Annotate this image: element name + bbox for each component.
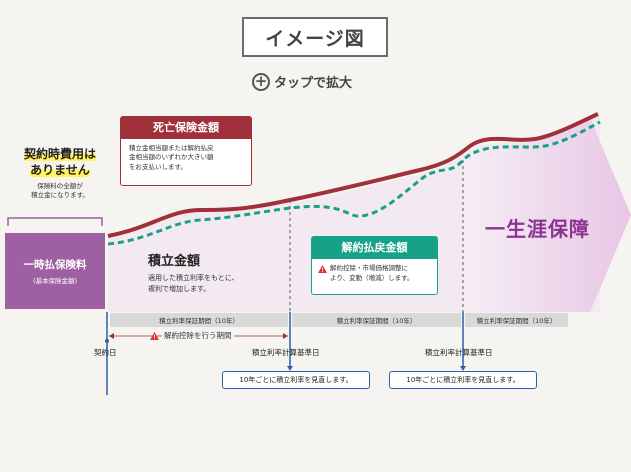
tap-to-zoom[interactable]: + タップで拡大 (252, 72, 352, 91)
no-fee-note2: 積立金になります。 (31, 191, 89, 200)
death-benefit-title: 死亡保険金額 (121, 117, 251, 139)
accumulation-title: 積立金額 (148, 254, 201, 269)
surrender-refund-line2: より、変動（増減）します。 (330, 273, 414, 282)
accumulation-line1: 適用した積立利率をもとに、 (148, 274, 239, 282)
no-fee-line2: ありません (30, 162, 90, 177)
zoom-plus-icon: + (252, 72, 270, 91)
lifetime-coverage-label: 一生涯保障 (485, 217, 590, 241)
accumulation-desc: 適用した積立利率をもとに、 複利で増加します。 (148, 273, 288, 294)
surrender-refund-box: 解約払戻金額 解約控除・市場価格調整に より、変動（増減）します。 (311, 236, 438, 295)
rate-base-date-1: 積立利率計算基準日 (252, 348, 320, 357)
lifetime-coverage-arrow (463, 118, 631, 312)
review-note-1: 10年ごとに積立利率を見直します。 (222, 371, 370, 389)
no-fee-line1: 契約時費用は (23, 147, 96, 161)
no-fee-note1: 保険料の全額が (37, 182, 83, 191)
death-benefit-line2: 金相当額のいずれか大きい額 (129, 153, 214, 162)
diagram-title: イメージ図 (242, 17, 388, 57)
no-fee-note: 契約時費用は ありません 保険料の全額が 積立金になります。 (18, 147, 102, 200)
lump-sum-sub: (基本保険金額) (32, 277, 78, 285)
surrender-refund-title: 解約払戻金額 (312, 237, 437, 259)
death-benefit-box: 死亡保険金額 積立金相当額または解約払戻 金相当額のいずれか大きい額 をお支払い… (120, 116, 252, 186)
guarantee-period-1: 積立利率保証期間（10年） (110, 313, 288, 327)
tap-hint-label: タップで拡大 (274, 76, 353, 91)
warning-icon (150, 332, 159, 340)
review-note-2: 10年ごとに積立利率を見直します。 (389, 371, 537, 389)
surrender-refund-line (107, 120, 601, 246)
accumulation-line2: 複利で増加します。 (148, 284, 211, 293)
guarantee-period-3: 積立利率保証期間（10年） (465, 313, 568, 327)
surrender-period: 解約控除を行う期間 (150, 330, 234, 341)
surrender-refund-line1: 解約控除・市場価格調整に (330, 264, 408, 272)
lump-sum-label: 一時払保険料 (23, 259, 87, 271)
rate-base-date-2: 積立利率計算基準日 (425, 348, 493, 357)
warning-icon (318, 265, 327, 273)
death-benefit-line3: をお支払いします。 (129, 162, 187, 171)
guarantee-period-2: 積立利率保証期間（10年） (292, 313, 461, 327)
contract-date-label: 契約日 (94, 348, 117, 357)
surrender-period-label: 解約控除を行う期間 (162, 330, 234, 341)
lump-sum-bracket (7, 217, 103, 226)
lump-sum-premium-block: 一時払保険料 (基本保険金額) (5, 233, 105, 309)
death-benefit-line1: 積立金相当額または解約払戻 (129, 144, 214, 152)
death-benefit-line (107, 112, 599, 238)
